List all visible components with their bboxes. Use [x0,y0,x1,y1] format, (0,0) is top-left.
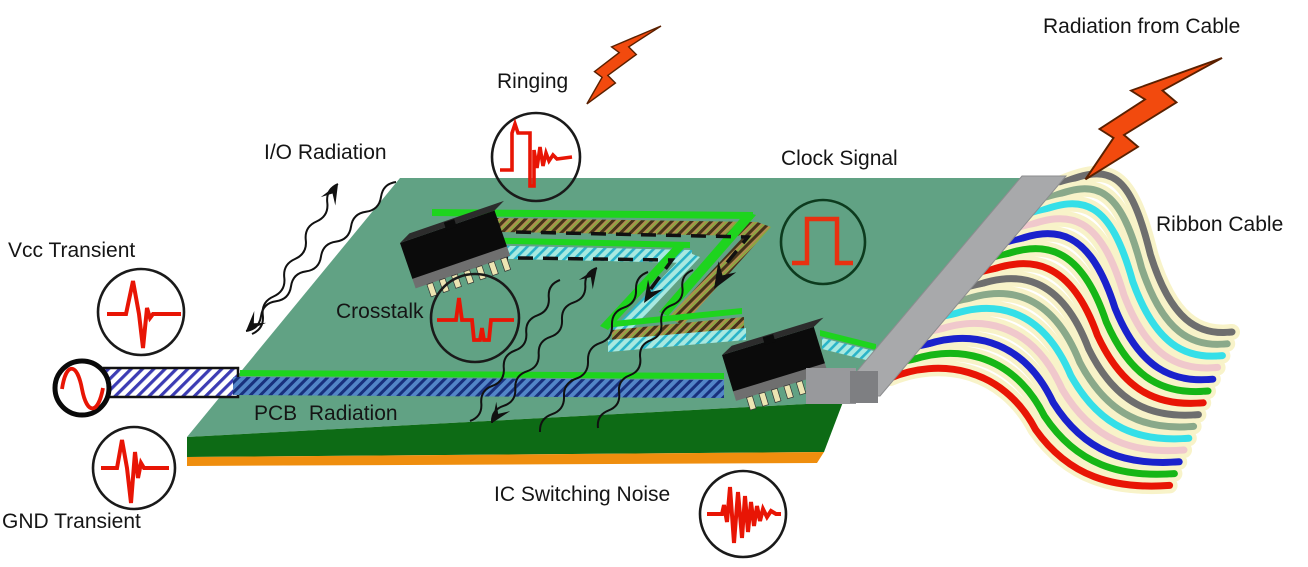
ribbon-wire-stripe [992,245,1212,396]
bottom-bus-green-trace [240,370,724,379]
return-path-dashed-lines [442,230,752,292]
ribbon-wire-stripe [952,290,1198,431]
ribbon-wire-stripe [1032,200,1226,360]
trace-brown-3 [612,317,744,342]
radiation-wavy-line [490,267,598,424]
ic-chip-2 [722,317,831,411]
trace-cyan-out [822,338,878,363]
ribbon-wire-stripe [979,260,1207,407]
ribbon-wire-stripe [939,305,1193,443]
trace-brown-top [497,218,757,236]
ringing-circle [490,111,582,203]
label-clock-signal: Clock Signal [781,147,898,170]
crosstalk-waveform-icon [437,297,514,342]
radiation-wavy-line [245,181,397,332]
clock-pulse-icon [792,216,853,266]
ribbon-wire-stripe [966,275,1202,419]
vcc-transient-circle [96,267,186,357]
sine-source-icon [60,367,105,411]
ribbon-connector [806,175,1068,404]
ic-chip-1 [400,200,512,298]
ringing-waveform-icon [500,118,573,188]
label-pcb-radiation: PCB Radiation [254,402,398,425]
label-ringing: Ringing [497,70,569,93]
radiation-wavy-line [538,271,649,433]
ribbon-wire-stripe [1005,230,1217,384]
waveform-callouts [52,111,867,559]
cable-radiation-bolt-icon [1084,57,1223,181]
ribbon-wire-stripe [886,364,1174,490]
radiation-arrowhead [246,310,267,331]
label-radiation-from-cable: Radiation from Cable [1043,15,1241,38]
label-vcc-transient: Vcc Transient [8,239,136,262]
radiation-arrowhead [578,268,597,290]
radiation-wavy-arrows [245,181,694,433]
label-ic-switching-noise: IC Switching Noise [494,483,671,506]
label-ribbon-cable: Ribbon Cable [1156,213,1284,236]
connector-block-face [850,371,878,403]
trace-green-top [432,209,753,219]
ribbon-cable [882,165,1240,495]
connector-block [806,368,856,404]
radiation-wavy-line [596,269,694,429]
radiation-arrowhead [492,401,511,423]
label-io-radiation: I/O Radiation [264,141,387,164]
current-direction-arrowheads [644,261,737,303]
source-cable [102,366,240,399]
crosstalk-circle [429,272,521,364]
label-crosstalk: Crosstalk [336,300,424,323]
ribbon-wire-stripe [926,319,1188,455]
noise-burst-waveform-icon [707,486,781,544]
ribbon-wire-stripe [1058,170,1236,337]
trace-green-out [820,330,876,350]
radiation-wavy-line [469,279,561,422]
trace-green-2 [468,237,690,248]
ringing-bolt-icon [586,25,662,105]
radiation-arrowheads [246,184,597,423]
ribbon-wire-stripe [900,349,1178,478]
vcc-transient-waveform-icon [107,280,181,349]
radiation-wavy-line [251,183,339,335]
radiation-arrowhead [320,184,338,206]
ribbon-wire-stripe [913,334,1183,466]
clock-signal-circle [779,198,867,286]
trace-green-3 [604,308,742,328]
pcb-front-face [187,402,843,457]
bottom-bus-blue-trace [233,377,724,398]
label-gnd-transient: GND Transient [2,510,141,533]
ribbon-wire-stripe [1045,185,1231,348]
pcb-bottom-layer [187,452,824,466]
trace-cyan-diag [609,252,700,339]
ribbon-wire-stripe [1018,215,1222,372]
gnd-transient-waveform-icon [101,439,169,504]
